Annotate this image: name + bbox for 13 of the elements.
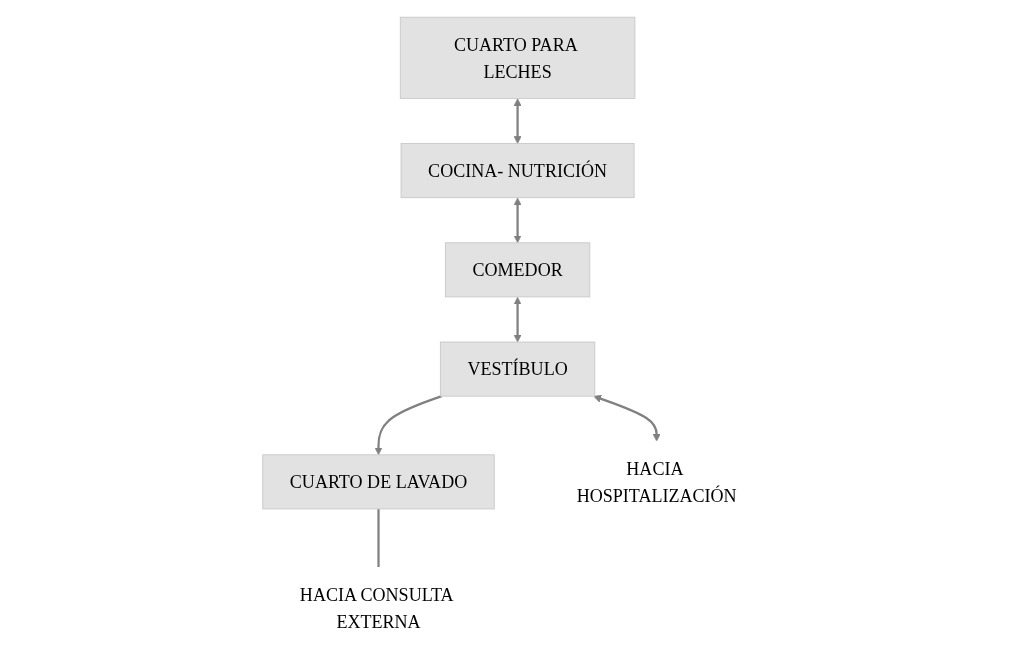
node-box: COCINA- NUTRICIÓN <box>401 143 635 199</box>
node-box: CUARTO DE LAVADO <box>262 454 496 510</box>
node-box: VESTÍBULO <box>440 341 596 397</box>
arrow <box>514 98 522 144</box>
arrow <box>514 296 522 343</box>
node-box: CUARTO PARA LECHES <box>400 16 636 99</box>
arrow <box>593 394 662 442</box>
node-text: HACIA HOSPITALIZACIÓN <box>577 458 738 506</box>
connector <box>377 508 381 568</box>
node-text: HACIA CONSULTA EXTERNA <box>300 584 454 632</box>
arrow <box>374 395 443 456</box>
arrow <box>514 197 522 244</box>
node-box: COMEDOR <box>445 242 591 298</box>
